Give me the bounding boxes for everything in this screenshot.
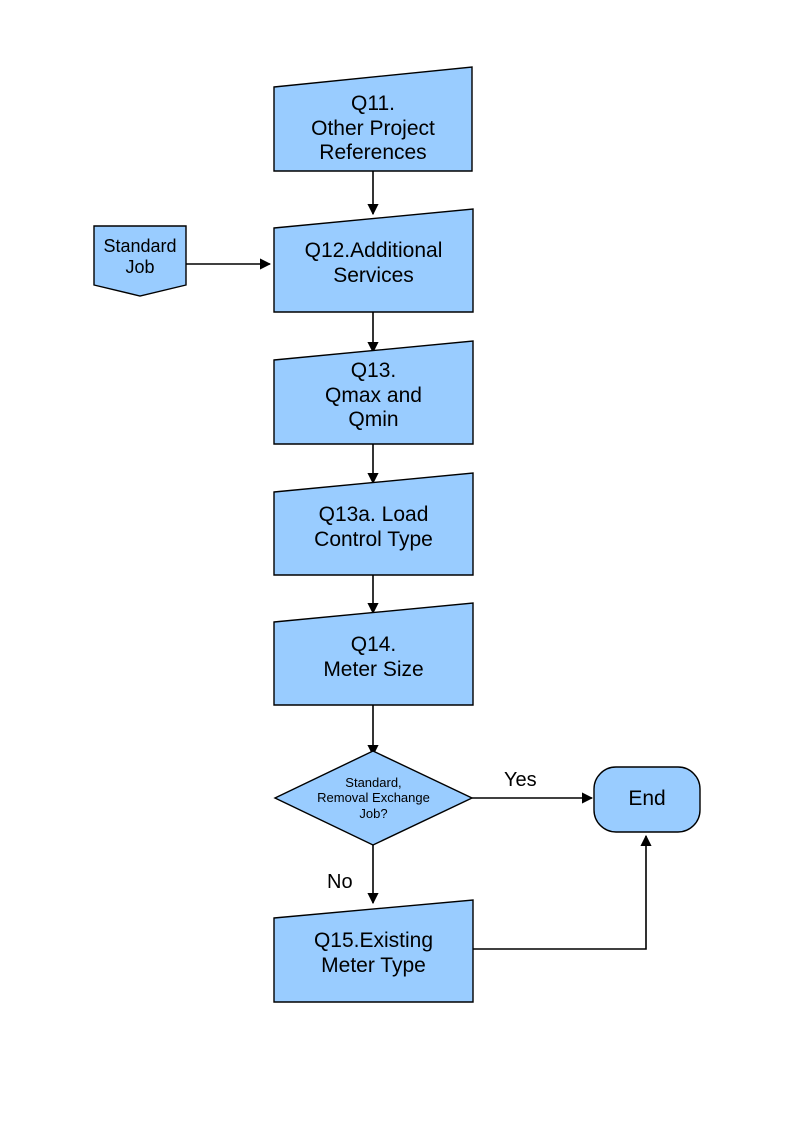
node-shape-q13[interactable] xyxy=(273,340,474,445)
edge-label-yes: Yes xyxy=(504,769,537,791)
edge-layer xyxy=(186,171,652,950)
edge-q15-to-end xyxy=(473,834,652,950)
node-shape-q11[interactable] xyxy=(273,66,473,172)
node-shape-q13a[interactable] xyxy=(273,472,474,576)
node-shape-q14[interactable] xyxy=(273,602,474,706)
node-shape-q15[interactable] xyxy=(273,899,474,1003)
edge-label-no: No xyxy=(327,871,353,893)
node-shape-decision[interactable] xyxy=(273,750,474,846)
node-layer xyxy=(93,66,701,1003)
node-shape-standard-job[interactable] xyxy=(93,225,187,297)
node-shape-q12[interactable] xyxy=(273,208,474,313)
node-shape-end[interactable] xyxy=(593,766,701,833)
